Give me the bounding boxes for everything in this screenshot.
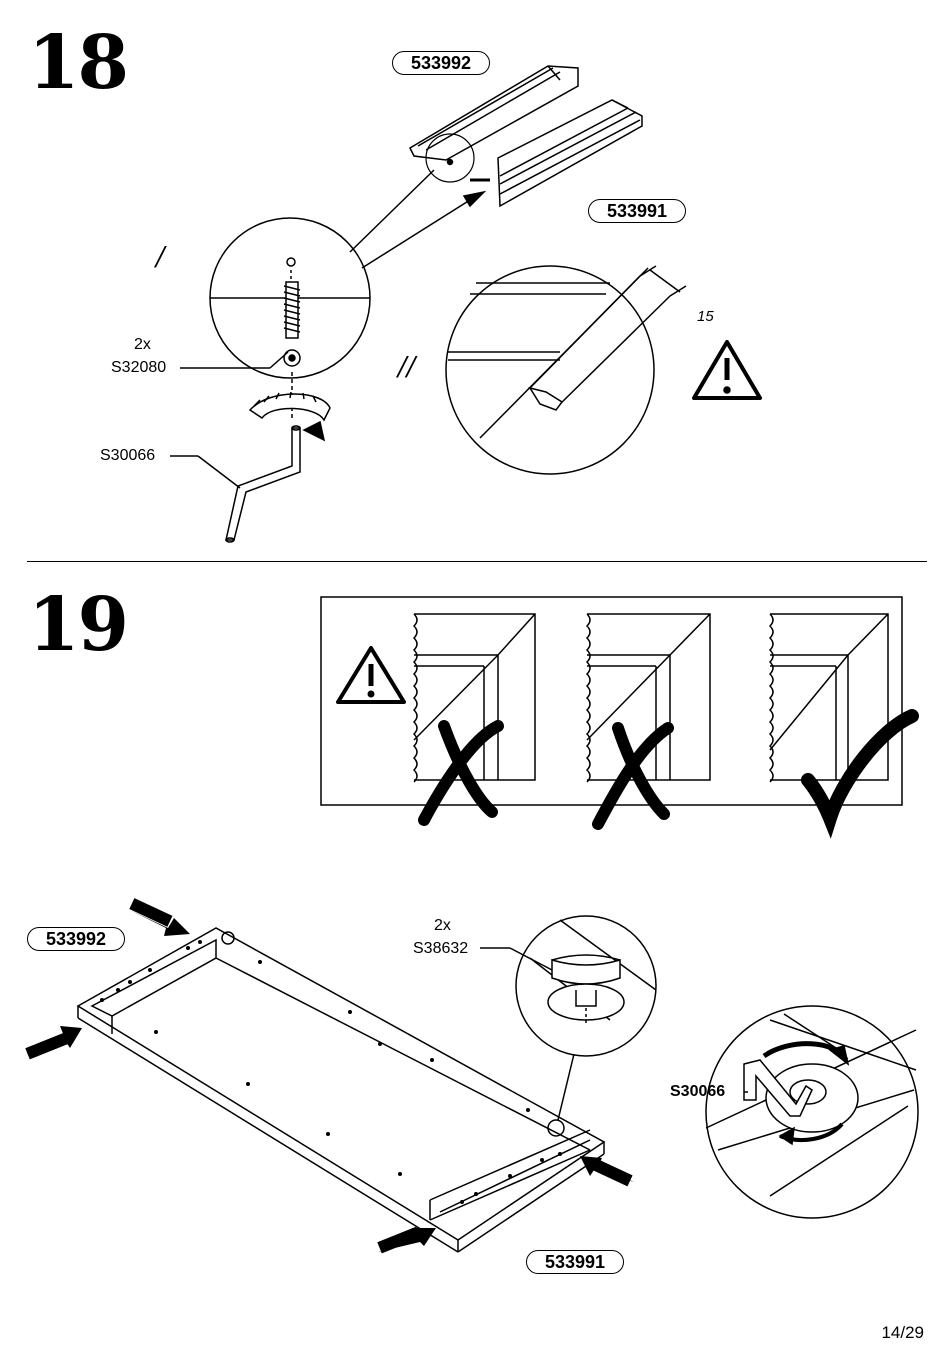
frame-holes xyxy=(100,940,562,1204)
step-18-number: 18 xyxy=(28,20,129,106)
rail-533992-drawing xyxy=(409,65,579,183)
part-label-533992-bottom: 533992 xyxy=(27,927,125,951)
part-label-533991-bottom: 533991 xyxy=(526,1250,624,1274)
warning-icon xyxy=(692,340,762,400)
cam-lock-s38632-drawing xyxy=(547,954,625,1024)
hex-key-s30066-drawing xyxy=(225,425,301,543)
cam-qty-label: 2x xyxy=(434,917,451,934)
screw-qty-label: 2x xyxy=(134,336,151,353)
corner-joint-correct xyxy=(768,613,889,783)
arrow-icon xyxy=(25,898,634,1254)
frame-assembly-drawing xyxy=(76,927,606,1253)
rotation-arrow-icon xyxy=(248,391,331,442)
screw-s32080-drawing xyxy=(283,281,301,367)
step-19-number: 19 xyxy=(28,582,129,668)
cross-mark-icon xyxy=(418,720,674,830)
page-number: 14/29 xyxy=(881,1323,924,1342)
tool-code-label-18: S30066 xyxy=(100,447,156,464)
step-divider xyxy=(27,561,927,562)
dimension-label: 15 xyxy=(697,308,714,325)
cam-code-label: S38632 xyxy=(413,940,469,957)
cam-turn-drawing xyxy=(743,1041,859,1146)
corner-joint-wrong-1 xyxy=(412,613,536,783)
screw-code-label: S32080 xyxy=(111,359,167,376)
warning-icon xyxy=(336,646,406,704)
part-label-533992-top: 533992 xyxy=(392,51,490,75)
corner-joint-wrong-2 xyxy=(585,613,711,783)
part-label-533991-top: 533991 xyxy=(588,199,686,223)
tool-code-label-19: S30066 xyxy=(670,1083,726,1100)
view-mark-2: // xyxy=(398,352,416,382)
rail-533991-drawing xyxy=(497,99,643,208)
view-mark-1: / xyxy=(156,242,165,272)
check-mark-icon xyxy=(801,709,919,839)
